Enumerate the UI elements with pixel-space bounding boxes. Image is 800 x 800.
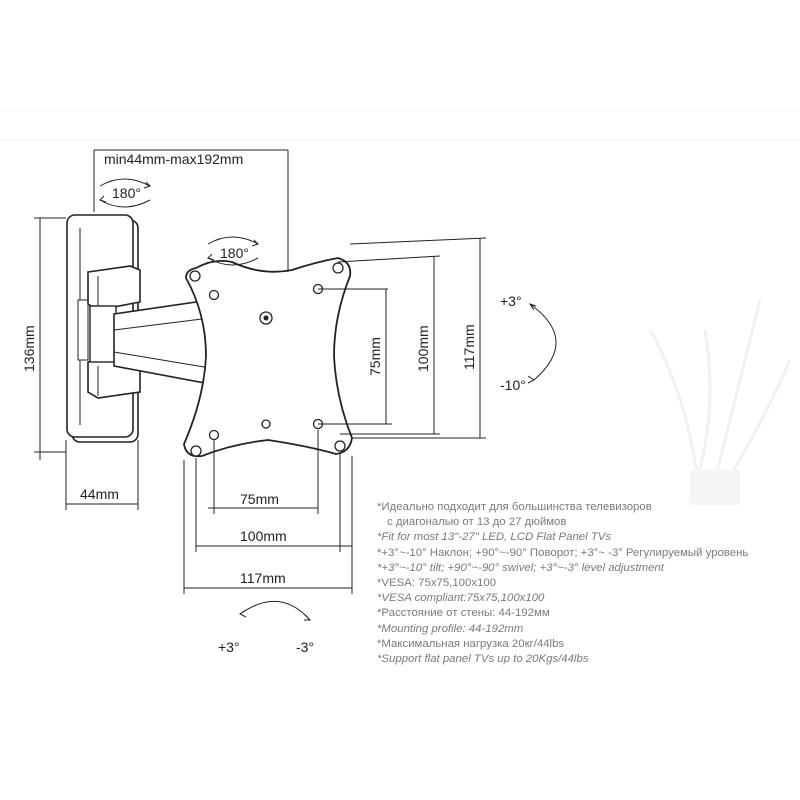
top-range-label: min44mm-max192mm <box>104 151 243 167</box>
rotation-arrows <box>99 178 557 621</box>
rotate-arm-arrow-bottom <box>99 199 151 208</box>
mount-hole <box>208 289 220 301</box>
rotate-plate-arrow-bottom <box>207 257 259 266</box>
plate-h117-label: 117mm <box>461 324 477 370</box>
tilt-up-label: +3° <box>500 293 522 309</box>
background-scene <box>0 109 800 505</box>
level-right-label: -3° <box>296 639 314 655</box>
mount-hole <box>208 429 220 441</box>
spec-line: *Идеально подходит для большинства телев… <box>377 501 652 513</box>
spec-line: *Максимальная нагрузка 20кг/44lbs <box>377 637 565 650</box>
rotate-arm-arrow-top <box>99 178 151 187</box>
vesa-plate <box>183 257 353 458</box>
plate-w117-label: 117mm <box>240 570 286 586</box>
spec-line: *+3°~-10° tilt; +90°~-90° swivel; +3°~-3… <box>377 561 664 574</box>
wall-bracket-hinge <box>87 265 141 399</box>
mount-hole <box>332 262 344 274</box>
vesa-w100-label: 100mm <box>240 528 287 544</box>
level-arrow <box>239 601 311 621</box>
height-136-label: 136mm <box>21 325 37 372</box>
tilt-arrow <box>529 303 557 381</box>
depth-44-label: 44mm <box>80 486 119 502</box>
spec-line: *Mounting profile: 44-192mm <box>377 622 524 635</box>
spec-line: *Fit for most 13"-27" LED, LCD Flat Pane… <box>377 531 612 544</box>
spec-line: *VESA compliant:75x75,100x100 <box>377 592 545 605</box>
level-left-label: +3° <box>218 639 240 655</box>
dimension-lines <box>34 149 487 594</box>
vesa-w75-label: 75mm <box>240 491 279 507</box>
mount-hole <box>190 445 202 457</box>
rotate-plate-arrow-top <box>207 236 259 245</box>
spec-line: *+3°~-10° Наклон; +90°~-90° Поворот; +3°… <box>377 546 749 559</box>
spec-line: *Расстояние от стены: 44-192мм <box>377 607 550 620</box>
vesa-h100-label: 100mm <box>415 325 431 372</box>
tilt-down-label: -10° <box>500 377 526 393</box>
mount-hole <box>334 440 346 452</box>
rotate-plate-label: 180° <box>220 245 249 261</box>
spec-line: *Support flat panel TVs up to 20Kgs/44lb… <box>377 653 589 666</box>
spec-line: *VESA: 75x75,100x100 <box>377 577 497 590</box>
vesa-h75-label: 75mm <box>367 337 383 376</box>
mount-hole <box>189 270 201 282</box>
spec-list: *Идеально подходит для большинства телев… <box>377 500 797 667</box>
rotate-arm-label: 180° <box>112 185 141 201</box>
pivot-hole <box>261 419 271 429</box>
spec-line: с диагональю от 13 до 27 дюймов <box>387 516 567 529</box>
